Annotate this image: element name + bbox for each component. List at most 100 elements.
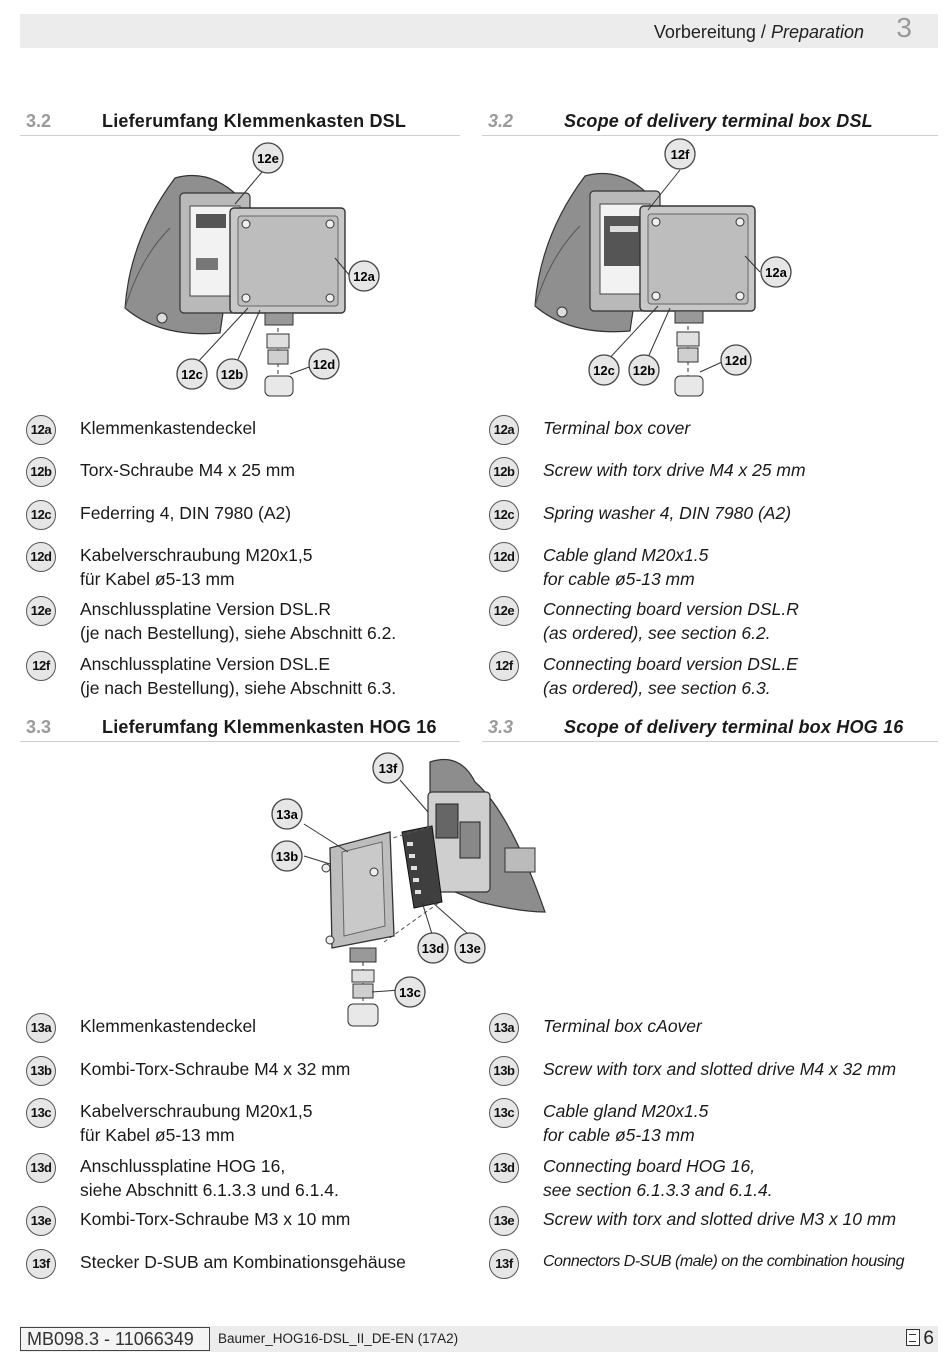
- item-description: Screw with torx and slotted drive M4 x 3…: [543, 1057, 896, 1081]
- svg-text:12d: 12d: [725, 353, 747, 368]
- list-item-12b: 12b Screw with torx drive M4 x 25 mm: [489, 457, 939, 505]
- item-line-2: for cable ø5-13 mm: [543, 1125, 695, 1145]
- item-badge: 13c: [489, 1098, 519, 1128]
- callout-13e: 13e: [454, 932, 486, 964]
- callout-13d: 13d: [417, 932, 449, 964]
- svg-text:12a: 12a: [765, 265, 787, 280]
- svg-text:12c: 12c: [593, 363, 615, 378]
- item-line-1: Connecting board version DSL.E: [543, 654, 798, 674]
- item-line-1: Terminal box cAover: [543, 1016, 702, 1036]
- item-description: Torx-Schraube M4 x 25 mm: [80, 458, 295, 482]
- item-description: Kabelverschraubung M20x1,5 für Kabel ø5-1…: [80, 1099, 313, 1147]
- item-line-1: Terminal box cover: [543, 418, 691, 438]
- header-band: [20, 14, 938, 48]
- item-line-1: Anschlussplatine Version DSL.R: [80, 599, 331, 619]
- svg-text:12b: 12b: [221, 367, 243, 382]
- item-badge: 12b: [26, 457, 56, 487]
- item-line-1: Connecting board HOG 16,: [543, 1156, 756, 1176]
- item-badge: 13a: [26, 1013, 56, 1043]
- item-line-2: (as ordered), see section 6.3.: [543, 678, 771, 698]
- callout-12d: 12d: [308, 348, 340, 380]
- item-badge: 12a: [26, 415, 56, 445]
- item-description: Federring 4, DIN 7980 (A2): [80, 501, 291, 525]
- item-badge: 13c: [26, 1098, 56, 1128]
- list-item-13d: 13d Anschlussplatine HOG 16, siehe Abschni…: [26, 1153, 476, 1201]
- item-line-1: Klemmenkastendeckel: [80, 1016, 257, 1036]
- item-description: Kombi-Torx-Schraube M4 x 32 mm: [80, 1057, 350, 1081]
- callout-12a: 12a: [760, 256, 792, 288]
- item-badge: 12e: [26, 596, 56, 626]
- item-line-2: für Kabel ø5-13 mm: [80, 569, 235, 589]
- list-item-13e: 13e Kombi-Torx-Schraube M3 x 10 mm: [26, 1206, 476, 1254]
- item-description: Connecting board HOG 16,see section 6.1.…: [543, 1154, 773, 1202]
- item-badge: 13e: [26, 1206, 56, 1236]
- svg-text:13e: 13e: [459, 941, 481, 956]
- svg-text:12e: 12e: [257, 151, 279, 166]
- item-badge: 13d: [26, 1153, 56, 1183]
- callout-12e: 12e: [252, 142, 284, 174]
- item-description: Screw with torx drive M4 x 25 mm: [543, 458, 806, 482]
- callout-13f: 13f: [372, 752, 404, 784]
- item-description: Kombi-Torx-Schraube M3 x 10 mm: [80, 1207, 350, 1231]
- callout-12c: 12c: [176, 358, 208, 390]
- item-line-2: siehe Abschnitt 6.1.3.3 und 6.1.4.: [80, 1180, 339, 1200]
- callout-12d: 12d: [720, 344, 752, 376]
- callout-13a: 13a: [271, 798, 303, 830]
- chapter-number: 3: [896, 12, 912, 43]
- callout-12c: 12c: [588, 354, 620, 386]
- terminal-box-dsl-figure-en: 12f 12a 12c 12b 12d: [534, 138, 792, 397]
- item-line-1: Federring 4, DIN 7980 (A2): [80, 503, 292, 523]
- item-description: Klemmenkastendeckel: [80, 416, 256, 440]
- item-badge: 13d: [489, 1153, 519, 1183]
- terminal-box-dsl-figure-de: 12e 12a 12c 12b 12d: [124, 142, 380, 397]
- section-title: Scope of delivery terminal box HOG 16: [564, 717, 904, 737]
- section-heading-3-3-de: 3.3 Lieferumfang Klemmenkasten HOG 16: [20, 714, 460, 742]
- svg-text:12d: 12d: [313, 357, 335, 372]
- item-badge: 13f: [489, 1249, 519, 1279]
- item-line-1: Anschlussplatine HOG 16,: [80, 1156, 286, 1176]
- item-description: Connecting board version DSL.R (as ordere…: [543, 597, 799, 645]
- item-line-1: Kombi-Torx-Schraube M3 x 10 mm: [80, 1209, 351, 1229]
- header-title: Vorbereitung / Preparation: [653, 22, 864, 42]
- list-item-13a: 13a Klemmenkastendeckel: [26, 1013, 476, 1061]
- section-number: 3.3: [488, 717, 514, 737]
- section-title: Lieferumfang Klemmenkasten HOG 16: [102, 717, 437, 737]
- item-line-1: Kombi-Torx-Schraube M4 x 32 mm: [80, 1059, 351, 1079]
- callout-12b: 12b: [216, 358, 248, 390]
- section-heading-3-2-de: 3.2 Lieferumfang Klemmenkasten DSL: [20, 108, 460, 136]
- item-badge: 12a: [489, 415, 519, 445]
- item-line-1: Connecting board version DSL.R: [543, 599, 799, 619]
- item-badge: 12b: [489, 457, 519, 487]
- callout-12f: 12f: [664, 138, 696, 170]
- item-line-1: Spring washer 4, DIN 7980 (A2): [543, 503, 792, 523]
- item-line-1: Cable gland M20x1.5: [543, 545, 709, 565]
- svg-text:13c: 13c: [399, 985, 421, 1000]
- item-line-1: Kabelverschraubung M20x1,5: [80, 1101, 313, 1121]
- item-line-2: (je nach Bestellung), siehe Abschnitt 6.…: [80, 678, 397, 698]
- section-number: 3.3: [26, 717, 52, 737]
- document-name: Baumer_HOG16-DSL_II_DE-EN (17A2): [218, 1331, 459, 1346]
- svg-text:13b: 13b: [276, 849, 298, 864]
- item-description: Anschlussplatine HOG 16, siehe Abschnitt …: [80, 1154, 339, 1202]
- section-title: Lieferumfang Klemmenkasten DSL: [102, 111, 407, 131]
- svg-text:12a: 12a: [353, 269, 375, 284]
- svg-text:13d: 13d: [422, 941, 444, 956]
- item-description: Screw with torx and slotted drive M3 x 1…: [543, 1207, 896, 1231]
- document-id: MB098.3 - 11066349: [20, 1327, 210, 1351]
- item-line-2: (as ordered), see section 6.2.: [543, 623, 771, 643]
- item-badge: 13a: [489, 1013, 519, 1043]
- item-description: Anschlussplatine Version DSL.R(je nach B…: [80, 597, 396, 645]
- list-item-12a: 12a Klemmenkastendeckel: [26, 415, 476, 463]
- item-line-2: für Kabel ø5-13 mm: [80, 1125, 235, 1145]
- terminal-box-hog16-figure: 13f 13a 13b 13d 13e 13c: [271, 752, 546, 1027]
- document-icon: [906, 1329, 921, 1346]
- item-description: Anschlussplatine Version DSL.E(je nach B…: [80, 652, 396, 700]
- list-item-13a: 13a Terminal box cAover: [489, 1013, 939, 1061]
